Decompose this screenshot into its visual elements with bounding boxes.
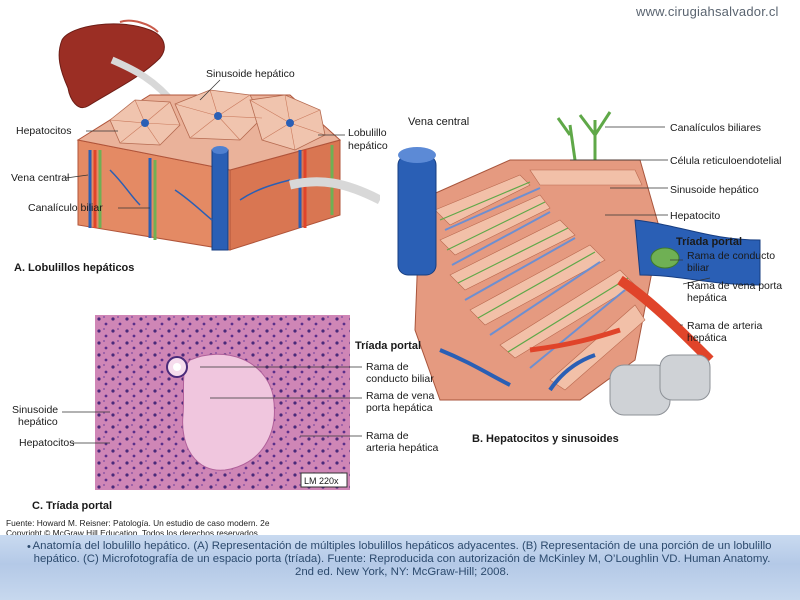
label-c-arteria-1: Rama de xyxy=(366,430,409,442)
label-b-vena-porta-1: Rama de vena porta xyxy=(687,280,783,292)
label-b-conducto-1: Rama de conducto xyxy=(687,250,776,262)
liver-icon xyxy=(58,23,165,108)
label-c-conducto-1: Rama de xyxy=(366,361,409,373)
panel-a-title: A. Lobulillos hepáticos xyxy=(14,262,135,274)
label-c-vena-2: porta hepática xyxy=(366,402,433,414)
caption-text: Anatomía del lobulillo hepático. (A) Rep… xyxy=(32,540,772,578)
label-b-hepatocito: Hepatocito xyxy=(670,210,721,222)
label-c-triada: Tríada portal xyxy=(355,340,422,352)
label-a-canaliculo: Canalículo biliar xyxy=(28,202,103,214)
panel-b-title: B. Hepatocitos y sinusoides xyxy=(472,433,619,445)
label-c-hepatocitos: Hepatocitos xyxy=(19,437,75,449)
magnification-label: LM 220x xyxy=(304,476,339,486)
site-url: www.cirugiahsalvador.cl xyxy=(636,4,779,19)
bile-duct-icon xyxy=(650,247,680,269)
panel-c-leaders xyxy=(62,366,362,444)
label-c-arteria-2: arteria hepática xyxy=(366,442,439,454)
label-c-vena-1: Rama de vena xyxy=(366,390,435,402)
label-c-sinusoide-1: Sinusoide xyxy=(12,404,59,416)
label-b-sinusoide: Sinusoide hepático xyxy=(670,184,759,196)
label-b-arteria-1: Rama de arteria xyxy=(687,320,763,332)
label-b-vena-central: Vena central xyxy=(408,116,470,128)
label-b-vena-porta-2: hepática xyxy=(687,292,727,304)
label-a-lobulillo-2: hepático xyxy=(348,140,388,152)
panel-a-illustration xyxy=(58,19,380,251)
label-a-sinusoide: Sinusoide hepático xyxy=(206,68,295,80)
big-arrow-icon xyxy=(288,177,380,205)
label-a-hepatocitos: Hepatocitos xyxy=(16,125,72,137)
label-c-sinusoide-2: hepático xyxy=(18,416,58,428)
caption-bullet-icon: • xyxy=(27,541,31,553)
label-b-canaliculos: Canalículos biliares xyxy=(670,122,762,134)
label-a-vena-central: Vena central xyxy=(11,172,70,184)
portal-vein-icon xyxy=(634,219,761,286)
credit-line-1: Fuente: Howard M. Reisner: Patología. Un… xyxy=(6,518,270,528)
label-b-arteria-2: hepática xyxy=(687,332,727,344)
caption-band xyxy=(0,535,800,600)
label-b-triada: Tríada portal xyxy=(676,236,743,248)
source-credit: Fuente: Howard M. Reisner: Patología. Un… xyxy=(6,518,270,538)
label-a-lobulillo-1: Lobulillo xyxy=(348,127,387,139)
bile-canaliculi-tree-icon xyxy=(556,111,612,161)
label-b-conducto-2: biliar xyxy=(687,262,710,274)
panel-c-title: C. Tríada portal xyxy=(32,500,113,512)
label-c-conducto-2: conducto biliar xyxy=(366,373,434,385)
label-b-celula: Célula reticuloendotelial xyxy=(670,155,782,167)
credit-line-2: Copyright © McGraw Hill Education. Todos… xyxy=(6,528,261,538)
hepatic-artery-icon xyxy=(617,275,714,364)
panel-c-micrograph xyxy=(95,315,350,490)
panel-b-illustration xyxy=(397,111,761,416)
